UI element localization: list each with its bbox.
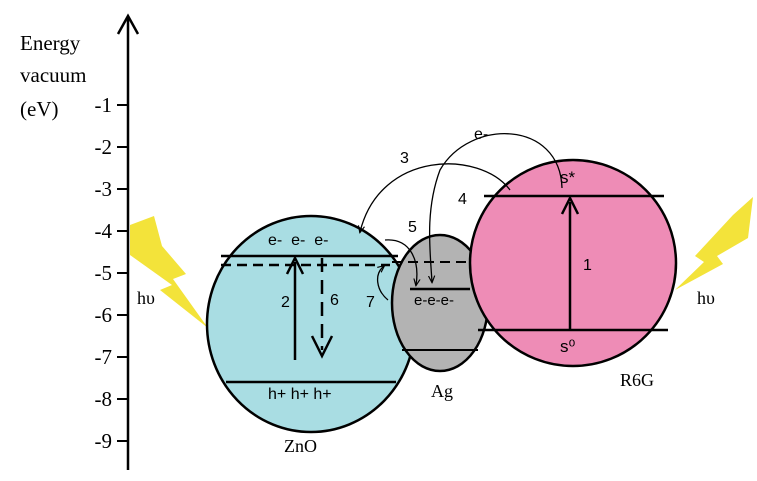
arrow-7-backtransfer: [378, 266, 389, 301]
label-2: 2: [281, 294, 290, 311]
lightning-right-icon: [675, 197, 753, 290]
axis-ticks: -1 -2 -3 -4 -5 -6 -7 -8 -9: [95, 93, 128, 453]
axis-title-line1: Energy: [20, 31, 81, 55]
light-label-right: hυ: [697, 288, 715, 308]
lightning-left-icon: [130, 216, 208, 328]
axis-tick-label: -9: [95, 429, 113, 453]
axis-tick-label: -3: [95, 177, 113, 201]
label-4: 4: [458, 191, 467, 208]
axis-tick-label: -5: [95, 261, 113, 285]
ag-label: Ag: [431, 381, 453, 401]
arrow-electron-transfer: [430, 133, 563, 282]
energy-axis: Energy vacuum (eV) -1 -2 -3 -4 -5 -6 -7 -8 -9: [20, 13, 140, 470]
arrow-5-transfer: [384, 239, 417, 285]
transition-arrows: 1 2 6 3 e- 4 5 7: [281, 126, 592, 360]
axis-tick-label: -8: [95, 387, 113, 411]
label-6: 6: [330, 292, 339, 309]
zno-particle: e- e- e- h+ h+ h+ ZnO: [205, 214, 417, 456]
axis-title-line3: (eV): [20, 97, 58, 121]
label-3: 3: [400, 150, 409, 167]
light-label-left: hυ: [137, 288, 155, 308]
r6g-sphere: [468, 158, 678, 368]
r6g-particle: s* s⁰ R6G: [468, 158, 678, 390]
label-1: 1: [583, 257, 592, 274]
label-5: 5: [408, 219, 417, 236]
axis-tick-label: -6: [95, 303, 113, 327]
r6g-ground-state: s⁰: [560, 337, 576, 356]
ag-electrons: e-e-e-: [414, 292, 454, 309]
axis-tick-label: -2: [95, 135, 113, 159]
zno-label: ZnO: [284, 436, 317, 456]
zno-holes: h+ h+ h+: [268, 386, 332, 403]
axis-tick-label: -1: [95, 93, 113, 117]
r6g-label: R6G: [620, 370, 654, 390]
electron-label: e-: [474, 126, 488, 143]
arrow-3-transfer: [360, 163, 511, 232]
label-7: 7: [366, 294, 375, 311]
axis-tick-label: -4: [95, 219, 113, 243]
axis-title-line2: vacuum: [20, 63, 86, 87]
r6g-excited-state: s*: [560, 168, 576, 187]
axis-tick-label: -7: [95, 345, 113, 369]
zno-electrons: e- e- e-: [268, 232, 328, 249]
